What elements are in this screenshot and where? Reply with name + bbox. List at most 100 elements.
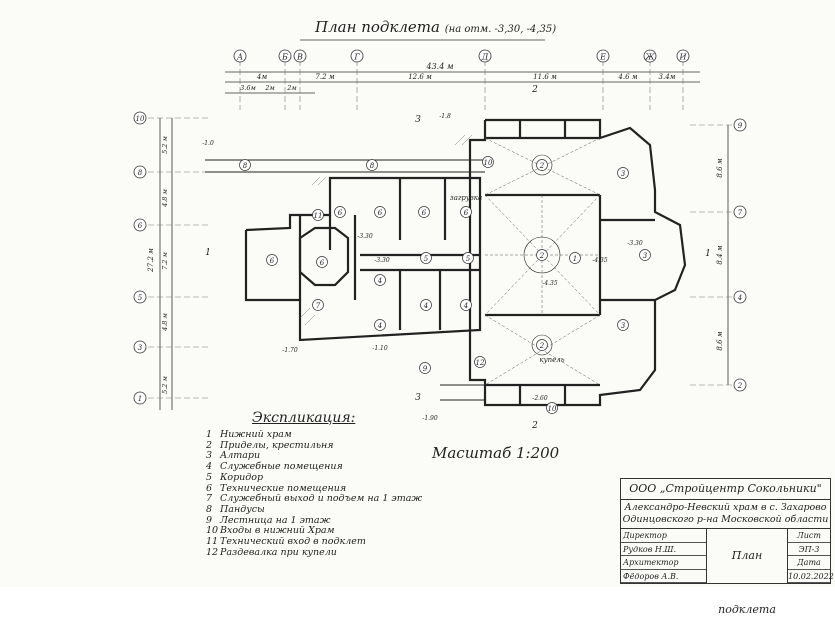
room-number-marker [374,319,386,331]
axis-marker-left [133,340,147,354]
plan-title-sub: (на отм. -3,30, -4,35) [444,24,557,35]
room-number-marker [418,206,430,218]
room-number-marker [639,249,651,261]
elevation-mark: -4.35 [542,280,558,287]
dim-overall-left: 27.2 м [147,248,155,273]
room-number-label: 2 [539,342,545,350]
room-number-marker [546,402,558,414]
legend-item-text: Приделы, крестильня [220,439,334,451]
room-number-label: 6 [378,209,383,217]
elevation-mark: -1.70 [282,347,298,354]
axis-label-top: А [236,53,243,62]
room-number-marker [462,252,474,264]
title-block-project: Александро-Невский храм в с. Захарово Од… [621,499,830,529]
room-number-marker [617,319,629,331]
room-number-marker [419,362,431,374]
room-number-label: 3 [643,252,648,260]
axis-marker-top [676,49,690,63]
dim-left-part: 5.2 м [161,376,169,394]
room-number-label: 8 [370,162,375,170]
legend-item-number: 11 [206,536,219,548]
elevation-mark: -3.30 [357,233,373,240]
meta-line: ЭП-3 [788,543,830,556]
axis-marker-top [293,49,307,63]
axis-marker-right [733,378,747,392]
room-number-marker [482,156,494,168]
room-number-marker [460,299,472,311]
dim-top-row2: 4.6 м [617,73,637,81]
dim-right-part: 8.4 м [716,245,724,264]
scale-label: Масштаб 1:200 [432,444,560,462]
role-line: Архитектор [621,556,706,570]
axis-label-left: 8 [138,169,143,177]
plan-title-main: План подклета [315,18,440,36]
dim-right-part: 8.6 м [716,158,724,177]
legend-item-text: Пандусы [220,503,265,515]
legend-item-number: 1 [206,429,213,440]
dim-left-part: 5.2 м [161,136,169,154]
room-number-label: 6 [338,209,343,217]
dim-top-row2: 11.6 м [533,73,557,81]
axis-marker-left [133,391,147,405]
room-number-label: 5 [424,255,429,263]
axis-marker-top [278,49,292,63]
legend-item: 8 Пандусы [206,503,446,516]
meta-line: Лист [788,529,830,543]
legend-item: 2 Приделы, крестильня [206,439,446,452]
legend-item-number: 3 [206,450,213,462]
legend-item-text: Лестница на 1 этаж [220,514,331,526]
legend-item-number: 7 [206,493,213,505]
legend-item-number: 8 [206,503,213,515]
title-block-meta: Лист ЭП-3 Дата 10.02.2022 [788,529,834,583]
axis-marker-left [133,165,147,179]
axis-label-right: 2 [737,382,743,390]
elevation-mark: -2.60 [532,395,548,402]
axis-marker-top [643,49,657,63]
axis-label-top: В [296,53,303,62]
room-number-label: 6 [464,209,469,217]
title-block: ООО „Стройцентр Сокольники" Александро-Н… [620,478,834,616]
axis-label-top: Д [481,53,489,62]
legend-item-number: 10 [206,525,219,537]
room-number-label: 6 [422,209,427,217]
room-number-label: 5 [466,255,471,263]
room-number-marker [312,299,324,311]
room-number-label: 3 [621,322,626,330]
room-number-marker [239,159,251,171]
axis-label-left: 5 [138,294,143,302]
dim-top-row3: 2м [286,84,297,92]
section-mark: 3 [415,115,421,125]
axis-marker-left [133,218,147,232]
room-number-label: 1 [573,255,577,263]
room-number-label: 2 [539,162,545,170]
elevation-mark: -3.30 [374,257,390,264]
room-number-marker [312,209,324,221]
axis-label-left: 3 [138,344,143,352]
legend-item-text: Входы в нижний Храм [220,525,335,537]
section-mark: 1 [705,249,711,259]
title-block-org: ООО „Стройцентр Сокольники" [621,479,830,500]
axis-label-top: И [679,53,688,62]
label-font: купель [539,356,564,364]
plan-title: План подклета (на отм. -3,30, -4,35) [315,18,556,36]
axis-label-top: Ж [645,53,656,62]
title-block-sheet-name: План подклета [707,529,788,616]
dim-top-row3: 3.6м [240,84,256,92]
axis-marker-right [733,118,747,132]
room-number-marker [460,206,472,218]
elevation-mark: -1.10 [372,345,388,352]
room-number-label: 3 [621,170,626,178]
legend-item-number: 5 [206,471,213,483]
legend-item-number: 2 [206,439,213,451]
legend-item-text: Коридор [220,471,264,483]
room-number-label: 4 [377,322,382,330]
legend-item-text: Служебные помещения [220,461,343,473]
dim-left-part: 4.8 м [161,189,169,208]
room-number-marker [266,254,278,266]
axis-marker-top [350,49,364,63]
